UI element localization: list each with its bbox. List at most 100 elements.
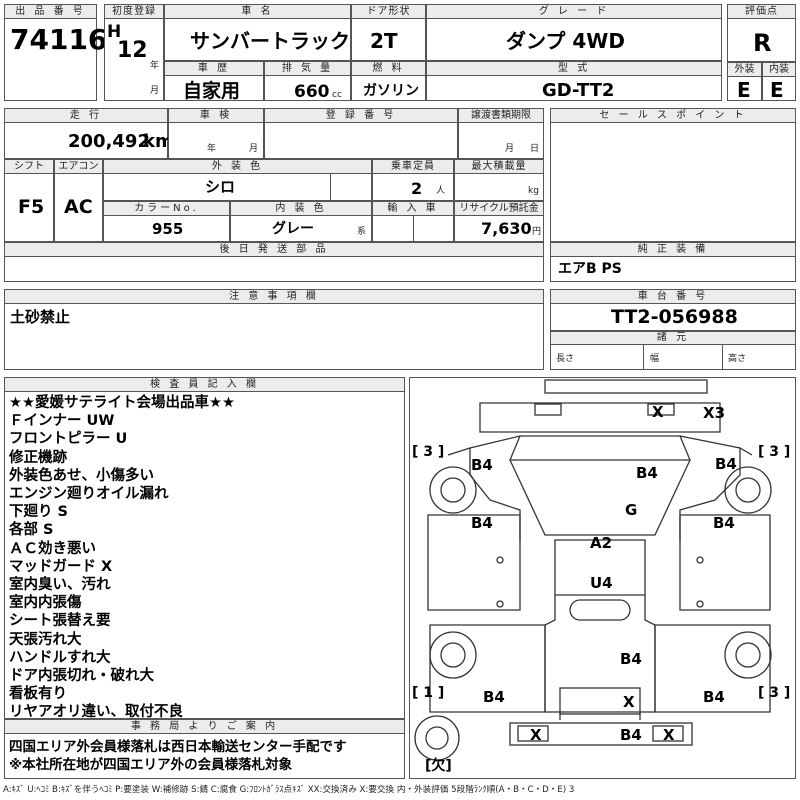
note-line: 修正機跡 — [9, 449, 67, 466]
fuel: ガソリン — [363, 83, 419, 99]
mileage-unit: km — [143, 131, 174, 152]
score-label: 評価点 — [727, 4, 796, 19]
recycle-fee: 7,630 — [481, 219, 532, 238]
recycle-label: リサイクル預託金 — [454, 201, 544, 216]
note-line: ハンドルすれ大 — [9, 649, 111, 666]
transfer-label: 譲渡書類期限 — [458, 108, 544, 123]
ac-label: エアコン — [54, 159, 103, 174]
note-line: 下廻り S — [9, 504, 68, 521]
mark: B4 — [471, 456, 493, 474]
load-label: 最大積載量 — [454, 159, 544, 174]
caution-text: 土砂禁止 — [10, 308, 71, 326]
shift-label: シフト — [4, 159, 54, 174]
ext-grade: E — [737, 78, 751, 102]
color-divider — [330, 174, 331, 201]
note-line: フロントピラー U — [9, 431, 128, 448]
damage-marks: [ 3 ] [ 3 ] [ 1 ] [ 3 ] [欠] X X3 B4 B4 B… — [412, 403, 790, 774]
ac: AC — [64, 196, 93, 218]
interior-color: グレー — [272, 221, 314, 237]
capacity-unit: 人 — [436, 186, 446, 196]
dims-label: 諸 元 — [550, 331, 796, 345]
note-line: 天張汚れ大 — [9, 631, 82, 648]
note-line: ★★愛媛サテライト会場出品車★★ — [9, 395, 235, 411]
note-line: 各部 S — [9, 522, 54, 539]
note-line: 看板有り — [9, 686, 67, 703]
transfer-day-unit: 日 — [530, 144, 540, 154]
mark: B4 — [483, 688, 505, 706]
office-note-line: ※本社所在地が四国エリア外の会員様落札対象 — [9, 757, 293, 774]
note-line: 室内内張傷 — [9, 595, 82, 612]
fuel-label: 燃 料 — [351, 61, 426, 76]
truck-outline — [414, 379, 772, 761]
dims-divider-1 — [643, 345, 644, 370]
car-name-label: 車 名 — [164, 4, 351, 19]
history-label: 車 歴 — [164, 61, 264, 76]
mark: X — [652, 403, 664, 421]
int-grade: E — [770, 78, 784, 102]
mark: B4 — [713, 514, 735, 532]
lot-number-label: 出 品 番 号 — [4, 4, 97, 19]
year-unit: 年 — [150, 61, 160, 71]
exterior-color: シロ — [205, 178, 236, 196]
note-line: ＡＣ効き悪い — [9, 540, 96, 557]
first-reg-label: 初度登録 — [104, 4, 164, 19]
note-line: エンジン廻りオイル漏れ — [9, 486, 169, 503]
dims-divider-2 — [722, 345, 723, 370]
equipment-label: 純 正 装 備 — [550, 242, 796, 257]
grade: ダンプ 4WD — [506, 29, 625, 53]
mark: B4 — [620, 726, 642, 744]
legend: A:ｷｽﾞ U:ﾍｺﾐ B:ｷｽﾞを伴うﾍｺﾐ P:要塗装 W:補修跡 S:錆 … — [3, 785, 575, 795]
tire-front-left: [ 3 ] — [412, 444, 444, 460]
capacity: 2 — [411, 179, 423, 198]
interior-label: 内 装 色 — [230, 201, 372, 216]
note-line: マッドガード X — [9, 558, 113, 575]
registration-label: 登 録 番 号 — [264, 108, 458, 123]
width-label: 幅 — [650, 354, 660, 364]
mark: U4 — [590, 574, 613, 592]
month-unit: 月 — [150, 86, 160, 96]
ext-grade-label: 外装 — [727, 62, 762, 77]
history: 自家用 — [183, 80, 241, 102]
note-line: 室内臭い、汚れ — [9, 577, 111, 594]
tire-rear-right: [ 3 ] — [758, 685, 790, 701]
displacement-label: 排 気 量 — [264, 61, 351, 76]
spare-tire: [欠] — [425, 757, 452, 774]
mark: X — [663, 726, 675, 744]
inspector-label: 検 査 員 記 入 欄 — [4, 377, 405, 392]
mark: B4 — [471, 514, 493, 532]
length-label: 長さ — [556, 354, 575, 364]
note-line: 外装色あせ、小傷多い — [9, 467, 154, 484]
import-label: 輸 入 車 — [372, 201, 454, 216]
note-line: リヤアオリ違い、取付不良 — [9, 704, 183, 721]
tire-rear-left: [ 1 ] — [412, 685, 444, 701]
car-name: サンバートラック — [190, 29, 350, 53]
office-notes: 四国エリア外会員様落札は西日本輸送センター手配です ※本社所在地が四国エリア外の… — [9, 738, 347, 774]
inspection-year-unit: 年 — [207, 144, 217, 154]
chassis-number: TT2-056988 — [611, 306, 738, 328]
color-number: 955 — [152, 220, 184, 238]
inspector-notes: ★★愛媛サテライト会場出品車★★ Ｆインナー UW フロントピラー U 修正機跡… — [9, 394, 235, 722]
year: 12 — [117, 38, 148, 63]
model: GD-TT2 — [542, 80, 615, 101]
int-grade-label: 内装 — [762, 62, 796, 77]
mark: B4 — [636, 464, 658, 482]
interior-kei: 系 — [357, 227, 367, 237]
model-label: 型 式 — [426, 61, 722, 76]
color-label: 外 装 色 — [103, 159, 372, 174]
capacity-label: 乗車定員 — [372, 159, 454, 174]
mark: X3 — [703, 404, 725, 422]
later-parts-label: 後 日 発 送 部 品 — [4, 242, 544, 257]
caution-label: 注 意 事 項 欄 — [4, 289, 544, 304]
door-type: 2T — [370, 29, 398, 53]
height-label: 高さ — [728, 354, 747, 364]
mark: B4 — [715, 455, 737, 473]
mark: B4 — [620, 650, 642, 668]
salespoint-box — [550, 108, 796, 242]
transfer-month-unit: 月 — [505, 144, 515, 154]
note-line: Ｆインナー UW — [9, 413, 115, 430]
note-line: ドア内張切れ・破れ大 — [9, 668, 154, 685]
era: H — [107, 22, 122, 42]
shift: F5 — [18, 196, 45, 218]
lot-number: 74116 — [10, 23, 108, 56]
